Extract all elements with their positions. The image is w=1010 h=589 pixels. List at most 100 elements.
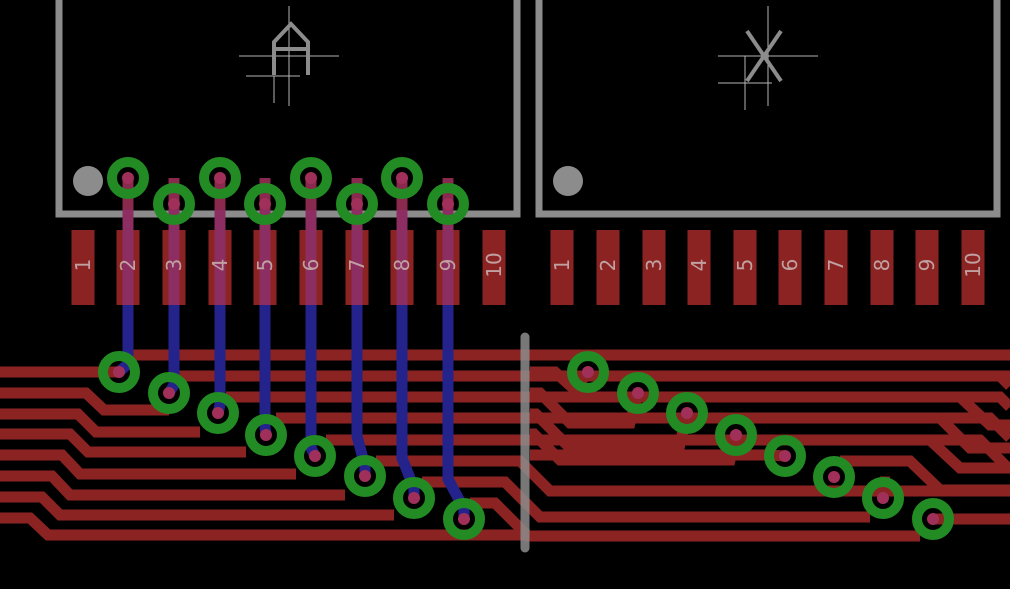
via-ring bbox=[666, 392, 708, 434]
via-drill bbox=[163, 387, 175, 399]
top-trace bbox=[600, 370, 1010, 390]
right-connector-pad-8[interactable] bbox=[870, 230, 894, 305]
right-connector-pad-3[interactable] bbox=[642, 230, 666, 305]
x-shape-origin-icon bbox=[718, 6, 818, 110]
top-trace bbox=[0, 512, 530, 541]
pad-via[interactable] bbox=[107, 157, 149, 199]
right-via[interactable] bbox=[912, 498, 954, 540]
right-via[interactable] bbox=[666, 392, 708, 434]
pad-via[interactable] bbox=[427, 183, 469, 225]
pad-label: 4 bbox=[687, 259, 711, 272]
top-trace bbox=[840, 455, 1010, 496]
vias bbox=[98, 157, 954, 540]
pad-label: 2 bbox=[116, 259, 140, 272]
via-ring bbox=[443, 498, 485, 540]
pad-label: 8 bbox=[390, 259, 414, 272]
top-trace bbox=[0, 387, 169, 416]
pad-label: 10 bbox=[961, 252, 985, 277]
pad-label: 8 bbox=[870, 259, 894, 272]
via-ring bbox=[764, 435, 806, 477]
via-ring bbox=[617, 372, 659, 414]
right-connector-pad-1[interactable] bbox=[550, 230, 574, 305]
right-connector-pad-4[interactable] bbox=[687, 230, 711, 305]
pad-label: 6 bbox=[778, 259, 802, 272]
right-connector-pad-5[interactable] bbox=[733, 230, 757, 305]
via-drill bbox=[828, 471, 840, 483]
pin1-marker-dot bbox=[73, 166, 103, 196]
via-ring bbox=[862, 477, 904, 519]
left-via[interactable] bbox=[197, 392, 239, 434]
right-via[interactable] bbox=[715, 414, 757, 456]
right-connector-pad-9[interactable] bbox=[915, 230, 939, 305]
right-connector-pad-2[interactable] bbox=[596, 230, 620, 305]
pad-via[interactable] bbox=[381, 157, 423, 199]
left-via[interactable] bbox=[245, 414, 287, 456]
pad-via[interactable] bbox=[336, 183, 378, 225]
via-drill bbox=[168, 198, 180, 210]
via-drill bbox=[730, 429, 742, 441]
top-layer-traces bbox=[0, 349, 1010, 542]
right-connector-pad-10[interactable] bbox=[961, 230, 985, 305]
via-drill bbox=[582, 366, 594, 378]
left-via[interactable] bbox=[344, 455, 386, 497]
left-connector-pad-10[interactable] bbox=[482, 230, 506, 305]
pad-via[interactable] bbox=[199, 157, 241, 199]
via-drill bbox=[214, 172, 226, 184]
pad-label: 1 bbox=[550, 259, 574, 272]
left-via[interactable] bbox=[148, 372, 190, 414]
pad-label: 7 bbox=[824, 259, 848, 272]
pad-label: 5 bbox=[733, 259, 757, 272]
via-drill bbox=[408, 492, 420, 504]
right-via[interactable] bbox=[764, 435, 806, 477]
pin1-marker-dot bbox=[553, 166, 583, 196]
pad-via[interactable] bbox=[153, 183, 195, 225]
via-drill bbox=[113, 366, 125, 378]
via-drill bbox=[122, 172, 134, 184]
left-via[interactable] bbox=[294, 435, 336, 477]
via-ring bbox=[427, 183, 469, 225]
right-via[interactable] bbox=[862, 477, 904, 519]
via-ring bbox=[336, 183, 378, 225]
pad-label: 9 bbox=[436, 259, 460, 272]
top-trace bbox=[0, 449, 296, 480]
right-via[interactable] bbox=[813, 456, 855, 498]
left-via[interactable] bbox=[443, 498, 485, 540]
pad-via[interactable] bbox=[244, 183, 286, 225]
pad-label: 7 bbox=[345, 259, 369, 272]
right-via[interactable] bbox=[567, 351, 609, 393]
top-trace bbox=[0, 470, 345, 501]
via-drill bbox=[212, 407, 224, 419]
via-drill bbox=[309, 450, 321, 462]
house-shape-origin-icon bbox=[239, 6, 339, 106]
right-connector-outline[interactable] bbox=[535, 0, 1001, 218]
pad-label: 4 bbox=[208, 259, 232, 272]
pad-label: 6 bbox=[299, 259, 323, 272]
via-ring bbox=[98, 351, 140, 393]
top-trace bbox=[0, 491, 394, 521]
via-ring bbox=[153, 183, 195, 225]
pad-label: 3 bbox=[642, 259, 666, 272]
via-ring bbox=[245, 414, 287, 456]
top-trace bbox=[790, 434, 1010, 474]
right-connector-pad-6[interactable] bbox=[778, 230, 802, 305]
right-connector-pad-7[interactable] bbox=[824, 230, 848, 305]
pad-via[interactable] bbox=[290, 157, 332, 199]
left-connector-pad-1[interactable] bbox=[71, 230, 95, 305]
via-drill bbox=[359, 470, 371, 482]
component-outline bbox=[535, 0, 1001, 218]
left-via[interactable] bbox=[98, 351, 140, 393]
via-drill bbox=[877, 492, 889, 504]
top-trace bbox=[530, 449, 786, 462]
right-via[interactable] bbox=[617, 372, 659, 414]
top-trace bbox=[530, 408, 693, 450]
via-drill bbox=[351, 198, 363, 210]
via-ring bbox=[107, 157, 149, 199]
left-connector-outline[interactable] bbox=[55, 0, 521, 218]
pad-label: 9 bbox=[915, 259, 939, 272]
via-drill bbox=[305, 172, 317, 184]
pad-label: 2 bbox=[596, 259, 620, 272]
via-drill bbox=[458, 513, 470, 525]
pad-label: 3 bbox=[162, 259, 186, 272]
left-via[interactable] bbox=[393, 477, 435, 519]
